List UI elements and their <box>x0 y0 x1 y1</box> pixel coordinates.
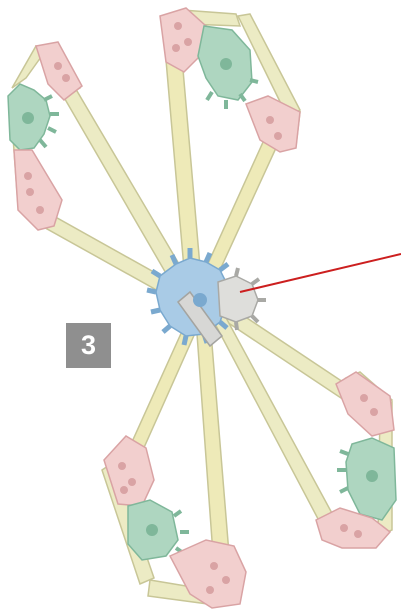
connector-pink <box>336 372 394 436</box>
connector-pink <box>36 42 82 100</box>
frame-lower-right <box>316 372 396 548</box>
rod-lower-center <box>196 320 230 568</box>
connector-pink <box>14 150 62 230</box>
frame-upper-left <box>8 42 82 230</box>
step-number-badge: 3 <box>66 323 111 368</box>
callout-pointer-line <box>240 254 401 292</box>
step-number-label: 3 <box>81 330 96 361</box>
